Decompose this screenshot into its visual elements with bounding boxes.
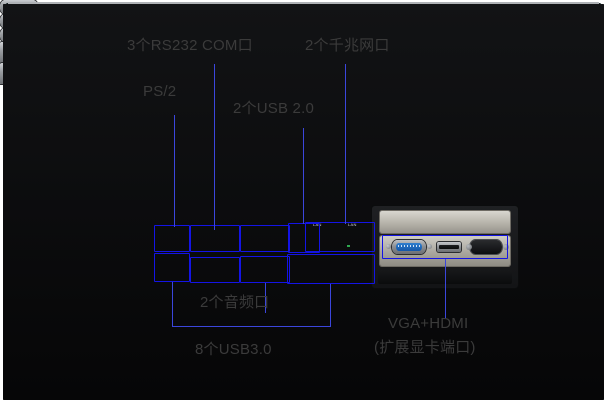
leader-line-usb30-join <box>172 326 331 327</box>
vga-screw <box>386 244 391 249</box>
callout-label-usb30: 8个USB3.0 <box>195 341 272 358</box>
leader-line-audio <box>265 283 266 313</box>
callout-label-video-primary: VGA+HDMI <box>388 315 469 332</box>
dvi-port <box>470 240 502 254</box>
vga-port <box>392 240 426 254</box>
callout-label-audio: 2个音频口 <box>200 294 270 311</box>
callout-label-usb20: 2个USB 2.0 <box>233 100 315 117</box>
dvi-screw <box>503 244 509 250</box>
leader-line-rs232 <box>214 64 215 230</box>
leader-line-usb20 <box>303 128 304 224</box>
callout-label-ps2: PS/2 <box>143 83 177 100</box>
callout-label-video-secondary: (扩展显卡端口) <box>374 339 476 356</box>
hdmi-port <box>437 242 461 252</box>
expansion-blank-plate <box>380 211 510 233</box>
dvi-screw <box>466 244 472 250</box>
callout-label-gbe: 2个千兆网口 <box>305 37 390 54</box>
leader-line-usb30-right <box>330 284 331 326</box>
leader-line-ps2 <box>174 115 175 227</box>
ethernet-led <box>347 245 350 247</box>
port-silkscreen: LAN <box>348 222 357 227</box>
leader-line-gbe <box>345 64 346 224</box>
leader-line-video <box>445 259 446 319</box>
leader-line-usb30-left <box>172 282 173 326</box>
port-silkscreen: LAN <box>313 222 322 227</box>
vga-screw <box>427 244 432 249</box>
callout-label-rs232: 3个RS232 COM口 <box>127 37 253 54</box>
